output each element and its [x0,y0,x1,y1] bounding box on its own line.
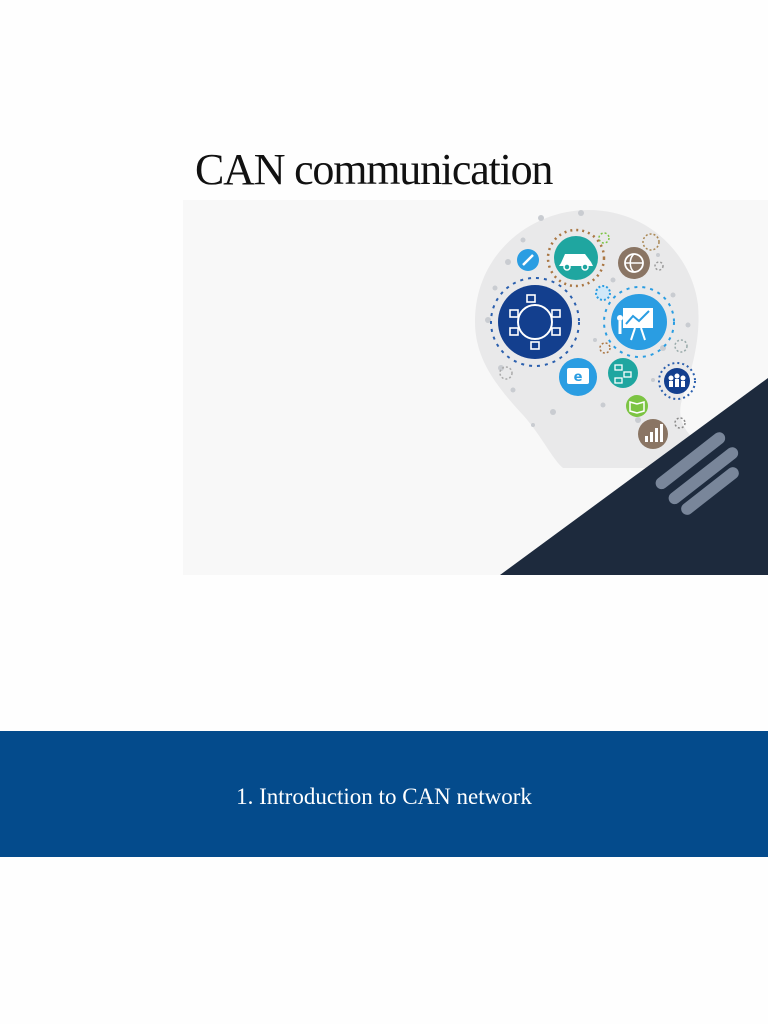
section-heading: 1. Introduction to CAN network [236,784,532,809]
flowchart-icon [608,358,638,388]
book-icon [626,395,648,417]
decorative-dots [485,210,691,427]
presentation-board-icon [603,286,675,358]
corner-triangle [500,378,768,575]
pencil-icon [517,249,539,271]
brand-stripes [655,432,739,515]
meeting-network-icon [490,277,580,367]
document-title: CAN communication [195,145,553,194]
monitor-e-icon: e [559,358,597,396]
lightbulb-illustration: e [183,200,768,575]
lightbulb-shape [475,210,708,468]
globe-icon [618,247,650,279]
svg-text:e: e [574,370,583,385]
growth-chart-icon [638,419,668,449]
team-icon [658,362,696,400]
car-icon [546,228,606,288]
section-banner [0,731,768,857]
